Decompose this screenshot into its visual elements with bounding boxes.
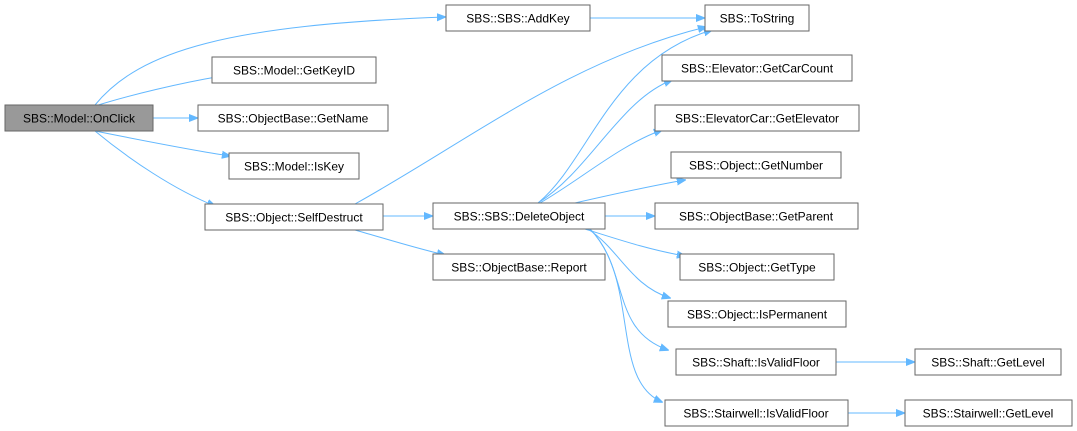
node-onclick[interactable]: SBS::Model::OnClick xyxy=(4,104,154,132)
edge-deleteobject-getnumber xyxy=(574,180,685,204)
node-label: SBS::Object::SelfDestruct xyxy=(225,211,363,225)
node-label: SBS::ObjectBase::GetName xyxy=(218,112,369,126)
node-deleteobject[interactable]: SBS::SBS::DeleteObject xyxy=(432,202,606,230)
node-label: SBS::Stairwell::IsValidFloor xyxy=(683,407,828,421)
edge-deleteobject-gettype xyxy=(584,228,685,256)
node-label: SBS::Elevator::GetCarCount xyxy=(681,62,834,76)
node-label: SBS::Object::IsPermanent xyxy=(687,308,828,322)
node-label: SBS::Shaft::IsValidFloor xyxy=(692,356,820,370)
node-stairwell-isvalidfloor[interactable]: SBS::Stairwell::IsValidFloor xyxy=(664,399,849,427)
node-label: SBS::SBS::AddKey xyxy=(466,12,569,26)
node-getnumber[interactable]: SBS::Object::GetNumber xyxy=(670,151,842,179)
edge-onclick-selfdestruct xyxy=(94,130,215,206)
edge-deleteobject-getelevator xyxy=(539,130,662,204)
node-label: SBS::Object::GetNumber xyxy=(689,159,823,173)
edge-onclick-addkey xyxy=(94,17,445,106)
edge-selfdestruct-tostring xyxy=(354,27,706,205)
node-getname[interactable]: SBS::ObjectBase::GetName xyxy=(197,104,389,132)
edges xyxy=(94,17,914,413)
edge-selfdestruct-report xyxy=(354,229,445,255)
edge-deleteobject-getcarcount xyxy=(537,80,672,204)
node-getcarcount[interactable]: SBS::Elevator::GetCarCount xyxy=(661,54,853,82)
node-label: SBS::ElevatorCar::GetElevator xyxy=(675,112,839,126)
node-label: SBS::ToString xyxy=(720,12,795,26)
node-addkey[interactable]: SBS::SBS::AddKey xyxy=(445,4,591,32)
node-label: SBS::ObjectBase::GetParent xyxy=(679,210,834,224)
edge-onclick-getkeyid xyxy=(94,76,222,107)
edge-onclick-iskey xyxy=(94,130,230,156)
node-report[interactable]: SBS::ObjectBase::Report xyxy=(432,253,606,281)
edge-deleteobject-tostring xyxy=(537,30,712,204)
edge-deleteobject-stairwell-isvalidfloor xyxy=(589,228,662,402)
node-label: SBS::Model::OnClick xyxy=(23,112,136,126)
node-shaft-isvalidfloor[interactable]: SBS::Shaft::IsValidFloor xyxy=(675,348,837,376)
node-getkeyid[interactable]: SBS::Model::GetKeyID xyxy=(211,56,377,84)
node-tostring[interactable]: SBS::ToString xyxy=(704,4,810,32)
node-label: SBS::SBS::DeleteObject xyxy=(454,210,585,224)
node-label: SBS::Object::GetType xyxy=(698,261,816,275)
node-gettype[interactable]: SBS::Object::GetType xyxy=(679,253,835,281)
node-label: SBS::Shaft::GetLevel xyxy=(931,356,1044,370)
node-selfdestruct[interactable]: SBS::Object::SelfDestruct xyxy=(204,203,384,231)
node-iskey[interactable]: SBS::Model::IsKey xyxy=(228,152,360,180)
node-label: SBS::Stairwell::GetLevel xyxy=(923,407,1054,421)
node-label: SBS::Model::IsKey xyxy=(244,160,344,174)
node-shaft-getlevel[interactable]: SBS::Shaft::GetLevel xyxy=(914,348,1062,376)
edge-deleteobject-ispermanent xyxy=(587,228,670,298)
node-stairwell-getlevel[interactable]: SBS::Stairwell::GetLevel xyxy=(904,399,1073,427)
node-ispermanent[interactable]: SBS::Object::IsPermanent xyxy=(667,300,847,328)
node-getparent[interactable]: SBS::ObjectBase::GetParent xyxy=(654,202,859,230)
edge-deleteobject-shaft-isvalidfloor xyxy=(589,228,668,350)
node-getelevator[interactable]: SBS::ElevatorCar::GetElevator xyxy=(654,104,860,132)
node-label: SBS::Model::GetKeyID xyxy=(233,64,355,78)
node-label: SBS::ObjectBase::Report xyxy=(451,261,587,275)
